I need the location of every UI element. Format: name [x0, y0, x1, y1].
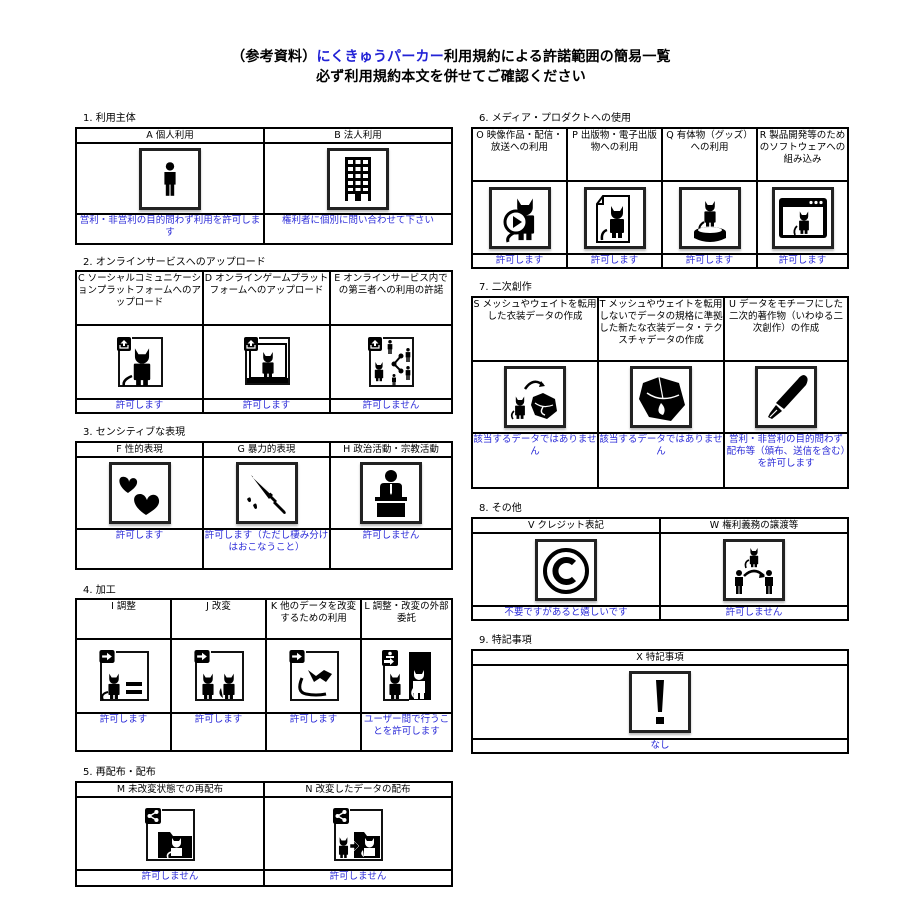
status-E: 許可しません	[329, 398, 453, 414]
section-table-2: C ソーシャルコミュニケーションプラットフォームへのアップロード D オンライン…	[75, 270, 453, 414]
header-G: G 暴力的表現	[202, 441, 331, 458]
header-C: C ソーシャルコミュニケーションプラットフォームへのアップロード	[75, 270, 204, 326]
header-K: K 他のデータを改変するための利用	[265, 598, 362, 640]
goods-icon	[678, 186, 741, 249]
header-X: X 特記事項	[471, 649, 849, 666]
section-table-4: I 調整 J 改変 K 他のデータを改変するための利用 L 調整・改変の外部委託…	[75, 598, 453, 752]
parts-icon	[285, 648, 342, 704]
status-B: 権利者に個別に問い合わせて下さい	[263, 213, 453, 245]
status-F: 許可します	[75, 528, 204, 570]
status-X: なし	[471, 738, 849, 754]
status-S: 該当するデータではありません	[471, 432, 599, 489]
knife-icon	[235, 462, 298, 524]
section-label-4: 4. 加工	[83, 585, 116, 596]
section-label-3: 3. センシティブな表現	[83, 427, 186, 438]
status-A: 営利・非営利の目的問わず利用を許可します	[75, 213, 265, 245]
transfer-icon	[723, 538, 785, 601]
status-M: 許可しません	[75, 869, 265, 887]
section-table-5: M 未改変状態での再配布 N 改変したデータの配布 許可しません 許可しません	[75, 781, 453, 887]
hearts-icon	[108, 462, 171, 524]
modify-icon	[190, 648, 247, 704]
header-S: S メッシュやウェイトを転用した衣装データの作成	[471, 296, 599, 362]
status-Q: 許可します	[661, 253, 758, 269]
status-R: 許可します	[756, 253, 849, 269]
status-N: 許可しません	[263, 869, 453, 887]
header-M: M 未改変状態での再配布	[75, 781, 265, 798]
status-G: 許可します（ただし棲み分けはおこなうこと）	[202, 528, 331, 570]
copyright-icon	[535, 538, 597, 601]
header-W: W 権利義務の譲渡等	[659, 517, 849, 534]
section-label-2: 2. オンラインサービスへのアップロード	[83, 257, 266, 268]
status-U: 営利・非営利の目的問わず配布等（頒布、送信を含む）を許可します	[723, 432, 849, 489]
page-title: （参考資料）にくきゅうパーカー利用規約による許諾範囲の簡易一覧	[0, 46, 902, 66]
section-table-1: A 個人利用 B 法人利用 営利・非営利の目的問わず利用を許可します 権利者に個…	[75, 127, 453, 245]
section-table-7: S メッシュやウェイトを転用した衣装データの作成 T メッシュやウェイトを転用し…	[471, 296, 849, 489]
status-V: 不要ですがあると嬉しいです	[471, 605, 661, 621]
section-label-7: 7. 二次創作	[479, 282, 532, 293]
video-icon	[488, 186, 551, 249]
status-W: 許可しません	[659, 605, 849, 621]
section-table-9: X 特記事項 なし	[471, 649, 849, 754]
header-V: V クレジット表記	[471, 517, 661, 534]
costume-transfer-icon	[504, 366, 566, 428]
outsource-icon	[378, 648, 435, 704]
brand-name: にくきゅうパーカー	[316, 49, 444, 65]
costume-icon	[630, 366, 692, 428]
section-table-3: F 性的表現 G 暴力的表現 H 政治活動・宗教活動 許可します 許可します（た…	[75, 441, 453, 570]
section-table-6: O 映像作品・配信・放送への利用 P 出版物・電子出版物への利用 Q 有体物（グ…	[471, 127, 849, 269]
page-subtitle: 必ず利用規約本文を併せてご確認ください	[316, 69, 586, 85]
header-Q: Q 有体物（グッズ）への利用	[661, 127, 758, 182]
section-label-1: 1. 利用主体	[83, 113, 136, 124]
header-T: T メッシュやウェイトを転用しないでデータの規格に準拠した新たな衣装データ・テク…	[597, 296, 725, 362]
status-H: 許可しません	[329, 528, 453, 570]
building-icon	[327, 147, 389, 210]
upload-share-icon	[363, 334, 419, 390]
software-icon	[771, 186, 834, 249]
header-H: H 政治活動・宗教活動	[329, 441, 453, 458]
status-I: 許可します	[75, 712, 172, 752]
header-A: A 個人利用	[75, 127, 265, 144]
status-D: 許可します	[202, 398, 331, 414]
header-E: E オンラインサービス内での第三者への利用の許諾	[329, 270, 453, 326]
redistribute-icon	[142, 805, 198, 862]
header-F: F 性的表現	[75, 441, 204, 458]
header-J: J 改変	[170, 598, 267, 640]
distribute-modified-icon	[330, 805, 386, 862]
pen-icon	[755, 366, 817, 428]
person-icon	[139, 147, 201, 210]
header-U: U データをモチーフにした二次的著作物（いわゆる二次創作）の作成	[723, 296, 849, 362]
header-I: I 調整	[75, 598, 172, 640]
header-O: O 映像作品・配信・放送への利用	[471, 127, 568, 182]
status-J: 許可します	[170, 712, 267, 752]
podium-icon	[360, 462, 422, 524]
section-table-8: V クレジット表記 W 権利義務の譲渡等 不要ですがあると嬉しいです 許可しませ…	[471, 517, 849, 621]
publication-icon	[583, 186, 646, 249]
status-K: 許可します	[265, 712, 362, 752]
title-prefix: （参考資料）	[231, 49, 317, 65]
title-suffix: 利用規約による許諾範囲の簡易一覧	[443, 49, 671, 65]
header-P: P 出版物・電子出版物への利用	[566, 127, 663, 182]
header-B: B 法人利用	[263, 127, 453, 144]
section-label-9: 9. 特記事項	[479, 635, 532, 646]
section-label-5: 5. 再配布・配布	[83, 767, 156, 778]
status-T: 該当するデータではありません	[597, 432, 725, 489]
header-D: D オンラインゲームプラットフォームへのアップロード	[202, 270, 331, 326]
section-label-8: 8. その他	[479, 503, 522, 514]
upload-game-icon	[238, 334, 295, 390]
upload-sns-icon	[111, 334, 168, 390]
status-L: ユーザー間で行うことを許可します	[360, 712, 453, 752]
header-R: R 製品開発等のためのソフトウェアへの組み込み	[756, 127, 849, 182]
exclamation-icon	[629, 671, 691, 733]
header-N: N 改変したデータの配布	[263, 781, 453, 798]
header-L: L 調整・改変の外部委託	[360, 598, 453, 640]
status-O: 許可します	[471, 253, 568, 269]
adjust-icon	[95, 648, 152, 704]
status-P: 許可します	[566, 253, 663, 269]
section-label-6: 6. メディア・プロダクトへの使用	[479, 113, 632, 124]
status-C: 許可します	[75, 398, 204, 414]
